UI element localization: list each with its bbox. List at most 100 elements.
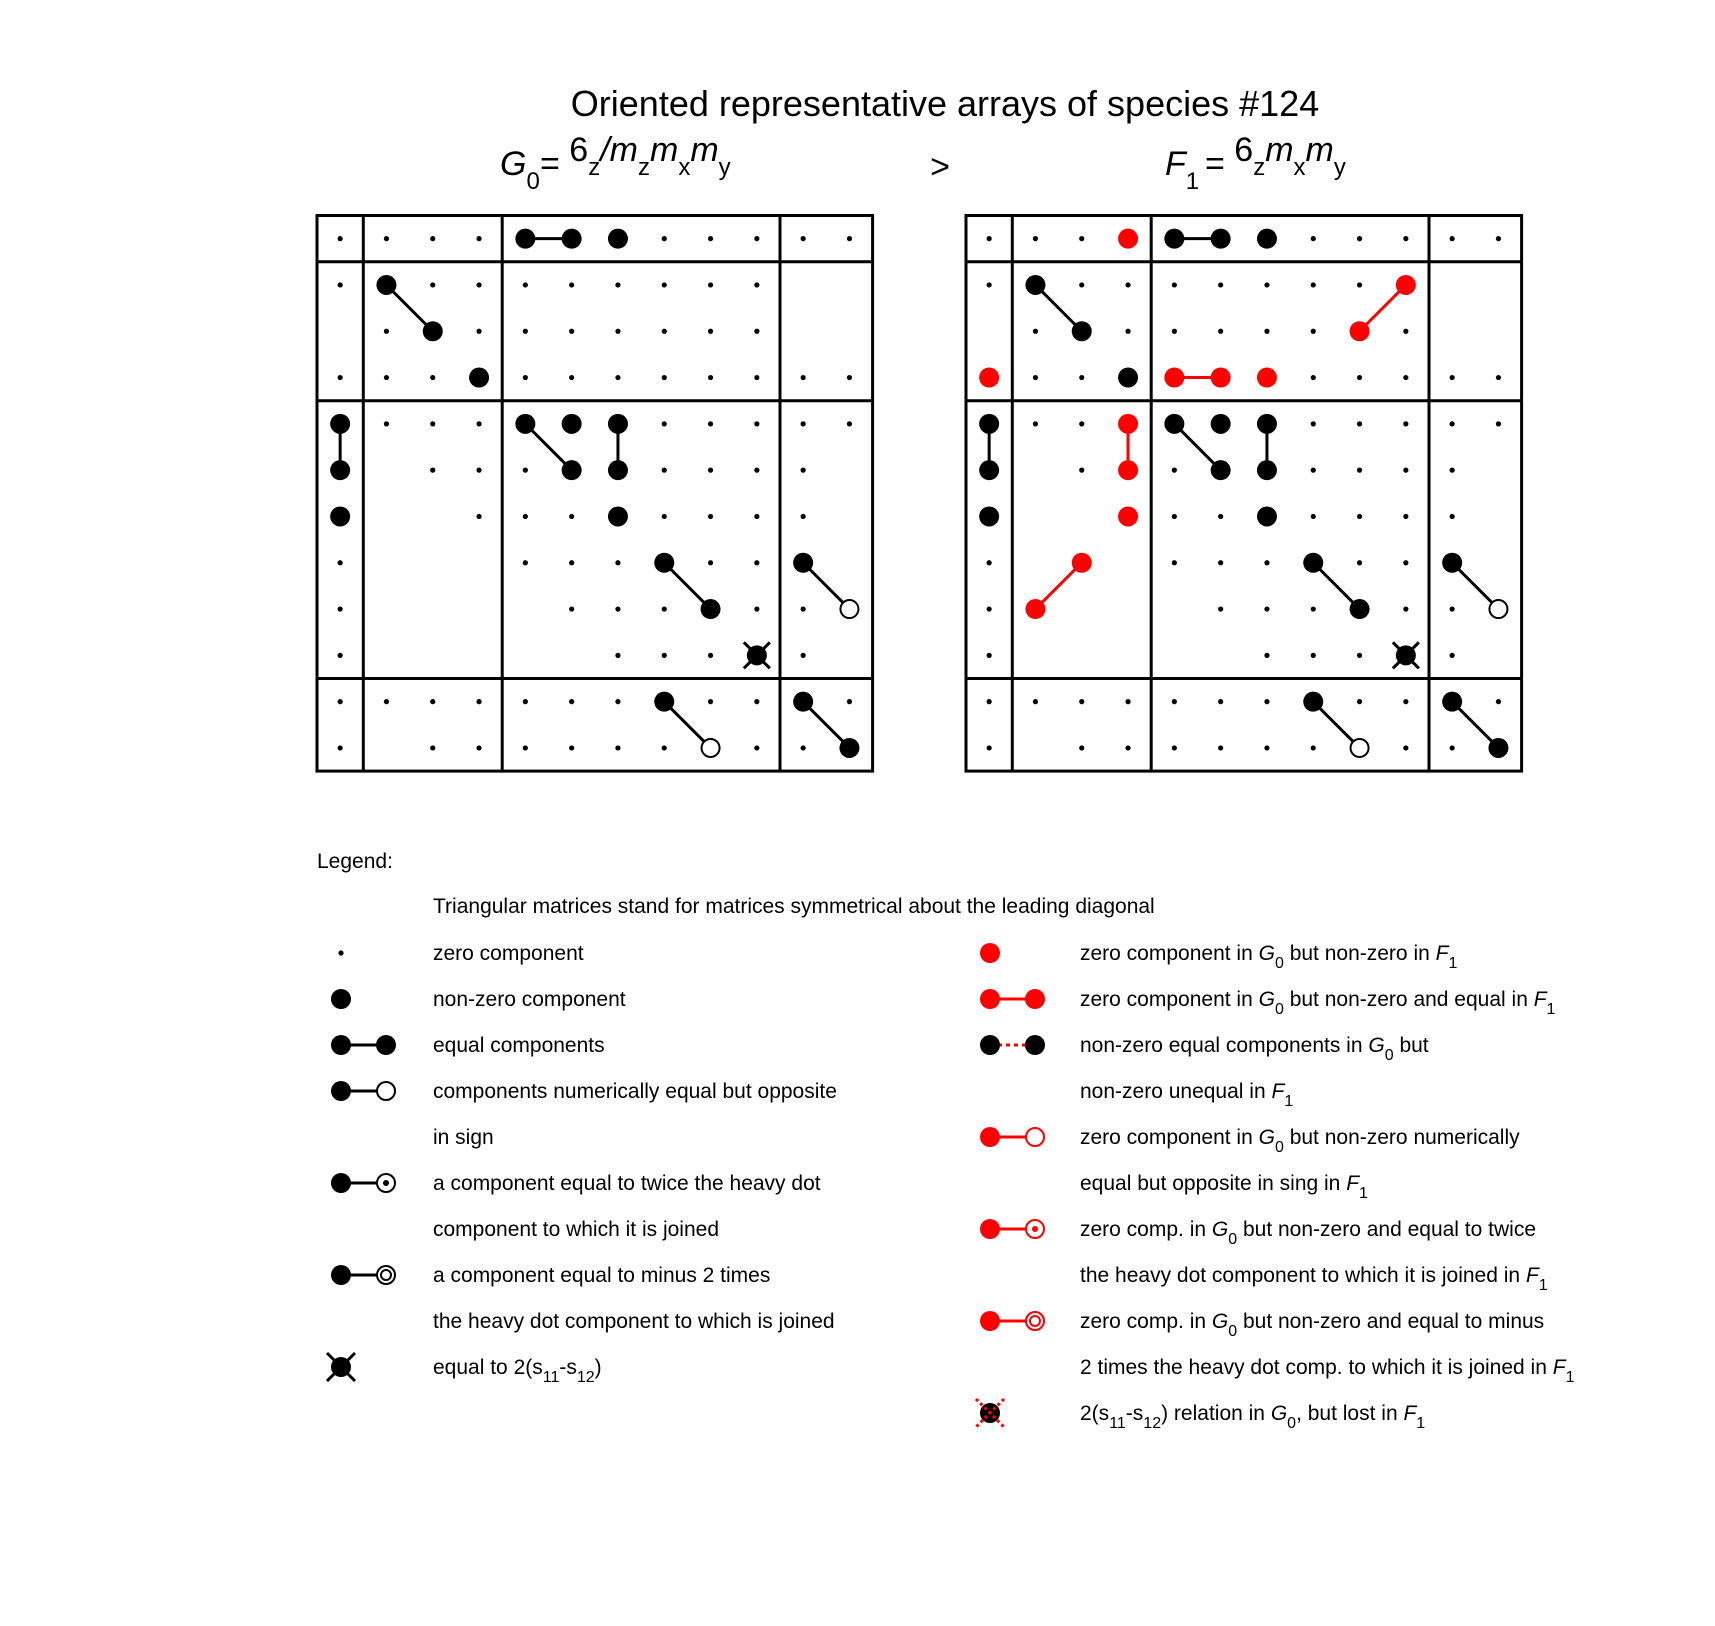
zero-component-dot	[337, 699, 343, 705]
nonzero-component-dot	[1349, 321, 1370, 342]
zero-component-dot	[846, 699, 853, 705]
zero-component-dot	[1310, 652, 1316, 658]
zero-component-dot	[1356, 421, 1363, 427]
zero-component-dot	[522, 328, 528, 334]
nonzero-component-dot	[1349, 599, 1370, 620]
nonzero-component-dot	[330, 413, 351, 434]
matrix-frame	[964, 214, 1524, 773]
zero-component-dot	[615, 374, 621, 381]
relation-symbol: >	[930, 148, 950, 186]
zero-component-dot	[1403, 513, 1409, 520]
broken-equal-pair-icon	[980, 1035, 1000, 1055]
zero-component-dot	[800, 236, 806, 242]
zero-component-dot	[1079, 699, 1085, 705]
zero-component-dot	[1264, 282, 1270, 288]
cross-mark	[742, 641, 771, 670]
legend-text: zero comp. in G0​ but non-zero and equal…	[1080, 1310, 1544, 1340]
zero-component-dot	[800, 421, 806, 427]
zero-component-dot	[707, 652, 714, 658]
zero-component-dot	[1356, 560, 1363, 566]
zero-component-dot	[476, 745, 482, 751]
zero-component-dot	[1032, 421, 1039, 427]
zero-component-dot	[476, 236, 482, 242]
cross-mark	[1391, 641, 1420, 670]
zero-component-dot	[754, 328, 760, 334]
zero-component-dot	[476, 467, 482, 473]
zero-component-dot	[1125, 282, 1131, 288]
zero-component-dot	[1218, 606, 1224, 612]
group-right-formula: = 6zmxmy	[1205, 131, 1346, 183]
zero-component-dot	[522, 745, 528, 751]
zero-component-dot	[707, 467, 714, 473]
nonzero-component-dot	[1118, 506, 1139, 527]
legend-heading: Legend:	[317, 850, 393, 873]
zero-component-dot	[337, 745, 343, 751]
zero-component-dot	[1264, 606, 1270, 612]
nonzero-component-dot	[1118, 367, 1139, 388]
link-end-center	[383, 1180, 389, 1186]
zero-component-dot	[707, 282, 714, 288]
legend-text: component to which it is joined	[433, 1218, 719, 1241]
zero-component-dot	[661, 421, 667, 427]
zero-component-dot	[430, 467, 436, 473]
nonzero-component-dot	[515, 413, 536, 434]
zero-component-dot	[569, 699, 575, 705]
zero-component-dot	[1032, 374, 1039, 381]
opposite-component-dot	[1349, 737, 1370, 758]
matrix-frame	[315, 214, 875, 773]
zero-component-dot	[1356, 374, 1363, 381]
zero-component-dot	[1218, 699, 1224, 705]
nonzero-component-dot	[793, 552, 814, 573]
nonzero-component-dot	[1210, 228, 1231, 249]
zero-component-dot	[1310, 328, 1316, 334]
nonzero-component-dot	[1210, 413, 1231, 434]
zero-component-dot	[986, 652, 992, 658]
link-end-icon	[1025, 989, 1045, 1009]
zero-component-dot	[615, 745, 621, 751]
nonzero-component-dot	[1488, 737, 1509, 758]
zero-component-dot	[1403, 421, 1409, 427]
nonzero-component-dot	[1303, 552, 1324, 573]
zero-component-dot	[1449, 467, 1455, 473]
zero-component-dot	[1264, 560, 1270, 566]
zero-component-dot	[1449, 374, 1455, 381]
nonzero-component-dot	[1303, 691, 1324, 712]
legend-text: zero component	[433, 942, 584, 965]
zero-component-dot	[846, 374, 853, 381]
zero-component-dot	[1403, 467, 1409, 473]
zero-component-dot	[1356, 699, 1363, 705]
zero-component-dot	[754, 282, 760, 288]
legend-text: equal but opposite in sing in F1​	[1080, 1172, 1368, 1202]
zero-component-dot	[707, 699, 714, 705]
zero-component-dot	[754, 236, 760, 242]
link-end-center	[1032, 1226, 1038, 1232]
zero-component-dot	[1403, 236, 1409, 242]
nonzero-component-dot	[607, 413, 628, 434]
zero-component-dot	[1449, 652, 1455, 658]
zero-component-dot	[1310, 467, 1316, 473]
zero-component-dot	[1125, 745, 1131, 751]
nonzero-component-dot	[1071, 321, 1092, 342]
red-dot-icon	[980, 943, 1000, 963]
component-link	[524, 422, 573, 472]
legend-text: a component equal to minus 2 times	[433, 1264, 770, 1287]
component-link	[1034, 283, 1083, 333]
zero-component-dot	[1449, 236, 1455, 242]
link-end-icon	[1025, 1127, 1045, 1147]
legend-text: the heavy dot component to which is join…	[433, 1310, 835, 1333]
zero-component-dot	[337, 236, 343, 242]
zero-component-dot	[615, 699, 621, 705]
zero-component-dot	[1403, 745, 1409, 751]
zero-component-dot	[476, 282, 482, 288]
zero-component-dot	[430, 421, 436, 427]
zero-component-dot	[1495, 421, 1502, 427]
zero-component-dot	[1310, 606, 1316, 612]
zero-component-dot	[1079, 236, 1085, 242]
red-minus-twice-pair-icon	[980, 1311, 1000, 1331]
zero-component-dot	[986, 699, 992, 705]
nonzero-component-dot	[1164, 367, 1185, 388]
legend-text: zero component in G0​ but non-zero in F1…	[1080, 942, 1457, 972]
zero-component-dot	[1310, 513, 1316, 520]
nonzero-component-dot	[1118, 413, 1139, 434]
